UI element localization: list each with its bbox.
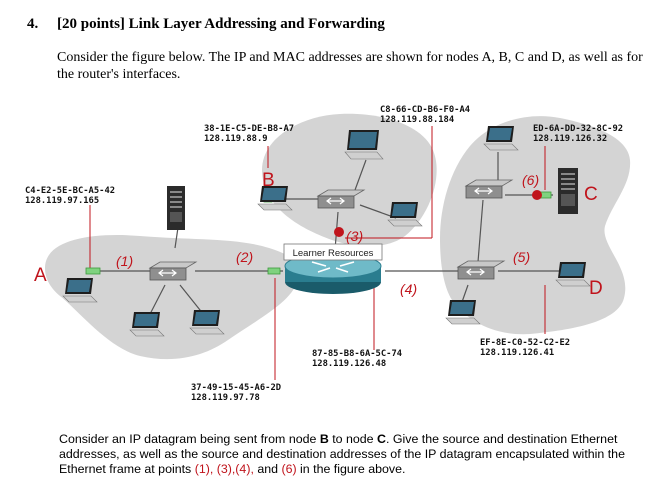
link-switch3-switch4 [477,199,484,263]
link-switch3-pc-bottom [461,284,469,303]
router-top-mac: C8-66-CD-B6-F0-A4 [380,105,470,115]
node-c-label: C [584,184,598,205]
node-c-mac: ED-6A-DD-32-8C-92 [533,124,623,134]
switch-right-bottom [456,260,506,280]
pointer-lines [89,126,546,380]
switch-left [148,261,198,281]
prompt-node-b: B [319,432,329,446]
prompt-text-3: . Give the source and destination Ethern… [59,432,625,476]
pc-switch3-bottom-icon [445,300,481,325]
pc-switch4-top-icon [483,126,519,151]
router-right-mac: 87-85-B8-6A-5C-74 [312,349,402,359]
node-c-ip: 128.119.126.32 [533,134,607,144]
node-b-mac: 38-1E-C5-DE-B8-A7 [204,124,294,134]
point-6-dot [532,190,542,200]
switch-right-top [464,179,514,199]
question-prompt: Consider an IP datagram being sent from … [59,432,649,477]
laptop-a-icon [62,278,98,303]
pc-bottomleft-icon [129,312,165,337]
server-c-icon [558,168,578,214]
iface-router-left [267,267,281,275]
prompt-text-2: to node [328,432,378,446]
prompt-points: (1), (3),(4), [194,462,254,476]
prompt-node-c: C [377,432,386,446]
node-a-mac: C4-E2-5E-BC-A5-42 [25,186,115,196]
node-a-label: A [34,265,47,286]
point-3-label: (3) [346,228,363,244]
server-left-icon [167,186,185,230]
node-d-ip: 128.119.126.41 [480,348,554,358]
prompt-text-1: Consider an IP datagram being sent from … [59,432,320,446]
pc-switch2-right-icon [387,202,423,227]
router-left-ip: 128.119.97.78 [191,393,260,403]
point-5-label: (5) [513,249,530,265]
node-d-label: D [589,278,603,299]
point-6-label: (6) [522,172,539,188]
pc-bottomright-icon [189,310,225,335]
router-top-ip: 128.119.88.184 [380,115,454,125]
subnet-right [440,116,631,335]
question-title: [20 points] Link Layer Addressing and Fo… [57,16,385,32]
watermark-label: Learner Resources [283,243,383,261]
watermark-text: Learner Resources [293,248,374,259]
switch-top [316,189,366,209]
node-b-ip: 128.119.88.9 [204,134,268,144]
point-3-dot [334,227,344,237]
node-b-label: B [262,170,275,191]
router-right-ip: 128.119.126.48 [312,359,386,369]
question-intro: Consider the figure below. The IP and MA… [57,50,643,82]
network-figure: Learner Resources [25,105,631,403]
link-switch2-pc-top [354,159,367,191]
node-a-ip: 128.119.97.165 [25,196,99,206]
laptop-d-icon [555,262,591,287]
point-4-label: (4) [400,281,417,297]
pc-top-icon [344,130,384,160]
prompt-text-4: in the figure above. [296,462,406,476]
point-2-label: (2) [236,249,253,265]
question-heading: 4. [20 points] Link Layer Addressing and … [27,16,385,33]
prompt-and: and [253,462,282,476]
iface-a [85,267,101,275]
subnet-left [45,235,299,360]
laptop-b-icon [257,186,293,211]
question-number: 4. [27,16,39,32]
node-d-mac: EF-8E-C0-52-C2-E2 [480,338,570,348]
point-1-label: (1) [116,253,133,269]
link-switch2-pc-right [359,204,397,219]
router-left-mac: 37-49-15-45-A6-2D [191,383,281,393]
prompt-point-6: (6) [281,462,297,476]
